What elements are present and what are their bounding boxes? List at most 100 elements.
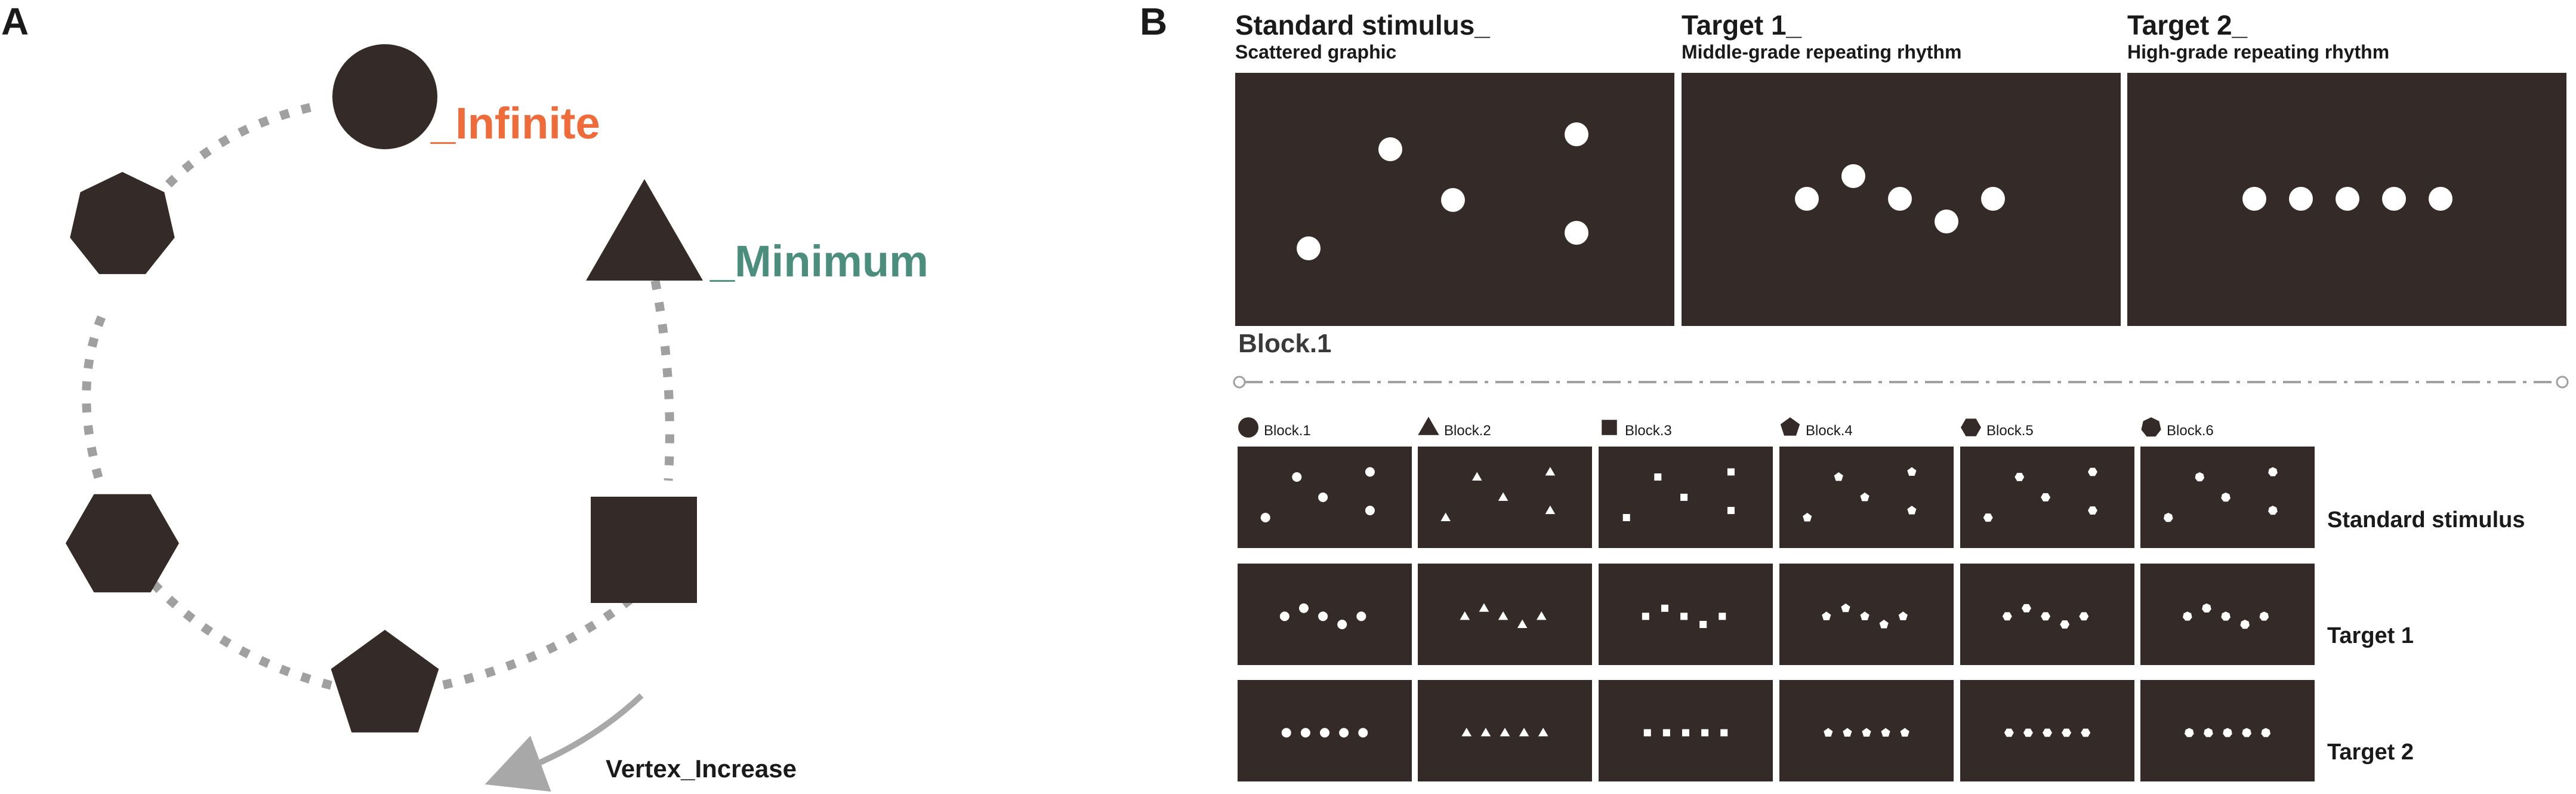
stimulus-mark [1727, 468, 1735, 476]
block-header-4: Block.4 [1780, 417, 1853, 439]
header-target1-title: Target 1_ [1682, 10, 1802, 41]
block-header-1: Block.1 [1238, 417, 1311, 439]
dot [2289, 187, 2313, 211]
header-target1-subtitle: Middle-grade repeating rhythm [1682, 41, 1961, 63]
large-panel-standard [1235, 73, 1674, 326]
stimulus-mark [1622, 514, 1630, 521]
vertex-increase-label: Vertex_Increase [606, 755, 797, 783]
stimulus-mark [2043, 728, 2052, 737]
stimulus-mark [1701, 729, 1709, 737]
stimulus-mark [1320, 728, 1329, 738]
stimulus-panel-target2-block3 [1599, 680, 1773, 781]
stimulus-mark [2041, 612, 2051, 621]
stimulus-mark [1680, 613, 1688, 620]
stimulus-mark [1318, 611, 1328, 621]
stimulus-mark [1537, 611, 1547, 620]
panel-a: A _Infinite _Minimum Vertex_Increase [1, 0, 928, 792]
stimulus-panel-standard-block5 [1960, 447, 2134, 548]
stimulus-panel-target2-block2 [1418, 680, 1592, 781]
pentagon-shape [331, 630, 439, 733]
stimulus-mark [2185, 728, 2194, 737]
stimulus-mark [1545, 467, 1556, 476]
panel-a-label: A [1, 0, 29, 43]
triangle-shape [586, 179, 703, 281]
dot [1565, 221, 1588, 245]
vertex-increase-arrow [485, 693, 644, 792]
stimulus-panel-target1-block6 [2140, 564, 2315, 665]
dot [1841, 164, 1865, 188]
stimulus-panel-bg [1418, 564, 1592, 665]
stimulus-mark [2221, 493, 2231, 502]
dot [1565, 122, 1588, 146]
stimulus-mark [1480, 728, 1491, 737]
stimulus-mark [1538, 728, 1548, 737]
block-2-label: Block.2 [1444, 423, 1491, 439]
stimulus-mark [1643, 729, 1651, 737]
dot [1888, 187, 1912, 211]
block-6-icon [2141, 417, 2161, 437]
stimulus-mark [2004, 728, 2014, 737]
stimulus-panel-target2-block6 [2140, 680, 2315, 781]
stimulus-mark [1365, 506, 1375, 516]
stimulus-panel-standard-block1 [1238, 447, 1412, 548]
stimulus-mark [1803, 513, 1812, 522]
stimulus-mark [1292, 472, 1302, 482]
stimulus-mark [1545, 505, 1556, 515]
stimulus-panel-standard-block6 [2140, 447, 2315, 548]
heptagon-shape [70, 172, 175, 275]
stimulus-mark [2204, 728, 2213, 737]
stimulus-mark [2081, 728, 2091, 737]
stimulus-mark [1662, 729, 1670, 737]
stimulus-mark [1472, 472, 1482, 481]
stimulus-mark [1300, 728, 1310, 738]
stimulus-mark [2268, 506, 2278, 515]
block-1-icon [1238, 417, 1258, 438]
stimulus-mark [1517, 619, 1528, 628]
stimulus-mark [1498, 611, 1508, 620]
block-header-2: Block.2 [1418, 417, 1491, 439]
stimulus-mark [1834, 472, 1843, 481]
row-label-target1: Target 1 [2327, 623, 2414, 648]
separator-end-left [1233, 376, 1246, 389]
stimulus-mark [1260, 513, 1270, 522]
stimulus-mark [1460, 611, 1470, 620]
block-4-icon [1780, 417, 1800, 436]
stimulus-mark [2023, 728, 2033, 737]
stimulus-mark [1279, 611, 1289, 621]
large-panel-target2 [2127, 73, 2566, 326]
stimulus-mark [1479, 603, 1489, 612]
stimulus-mark [1337, 620, 1347, 629]
block-5-label: Block.5 [1986, 423, 2034, 439]
stimulus-mark [1727, 507, 1735, 515]
stimulus-mark [1498, 492, 1508, 501]
block-2-icon [1418, 417, 1439, 435]
stimulus-panel-standard-block3 [1599, 447, 1773, 548]
stimulus-mark [1900, 728, 1909, 737]
stimulus-mark [1680, 494, 1688, 501]
block-3-icon [1602, 420, 1617, 435]
stimulus-mark [1898, 611, 1908, 620]
stimulus-mark [1881, 728, 1890, 737]
stimulus-panel-target1-block1 [1238, 564, 1412, 665]
dot [1441, 188, 1465, 212]
stimulus-mark [1281, 728, 1291, 738]
block-3-label: Block.3 [1625, 423, 1672, 439]
stimulus-mark [2087, 506, 2097, 515]
stimulus-mark [2079, 612, 2089, 621]
stimulus-mark [2163, 513, 2173, 522]
stimulus-mark [1358, 728, 1368, 738]
square-shape [591, 497, 697, 603]
dot [1378, 137, 1402, 161]
stimulus-mark [2268, 467, 2278, 476]
block-header-6: Block.6 [2141, 417, 2214, 439]
stimulus-panel-target1-block3 [1599, 564, 1773, 665]
stimulus-mark [2060, 620, 2070, 629]
stimulus-panel-target2-block4 [1779, 680, 1954, 781]
stimulus-mark [1298, 603, 1309, 613]
dot [2242, 187, 2266, 211]
stimulus-mark [2041, 493, 2051, 501]
stimulus-mark [2087, 467, 2097, 476]
stimulus-mark [1841, 603, 1850, 613]
dot [2429, 187, 2452, 211]
stimulus-mark [1860, 493, 1869, 501]
